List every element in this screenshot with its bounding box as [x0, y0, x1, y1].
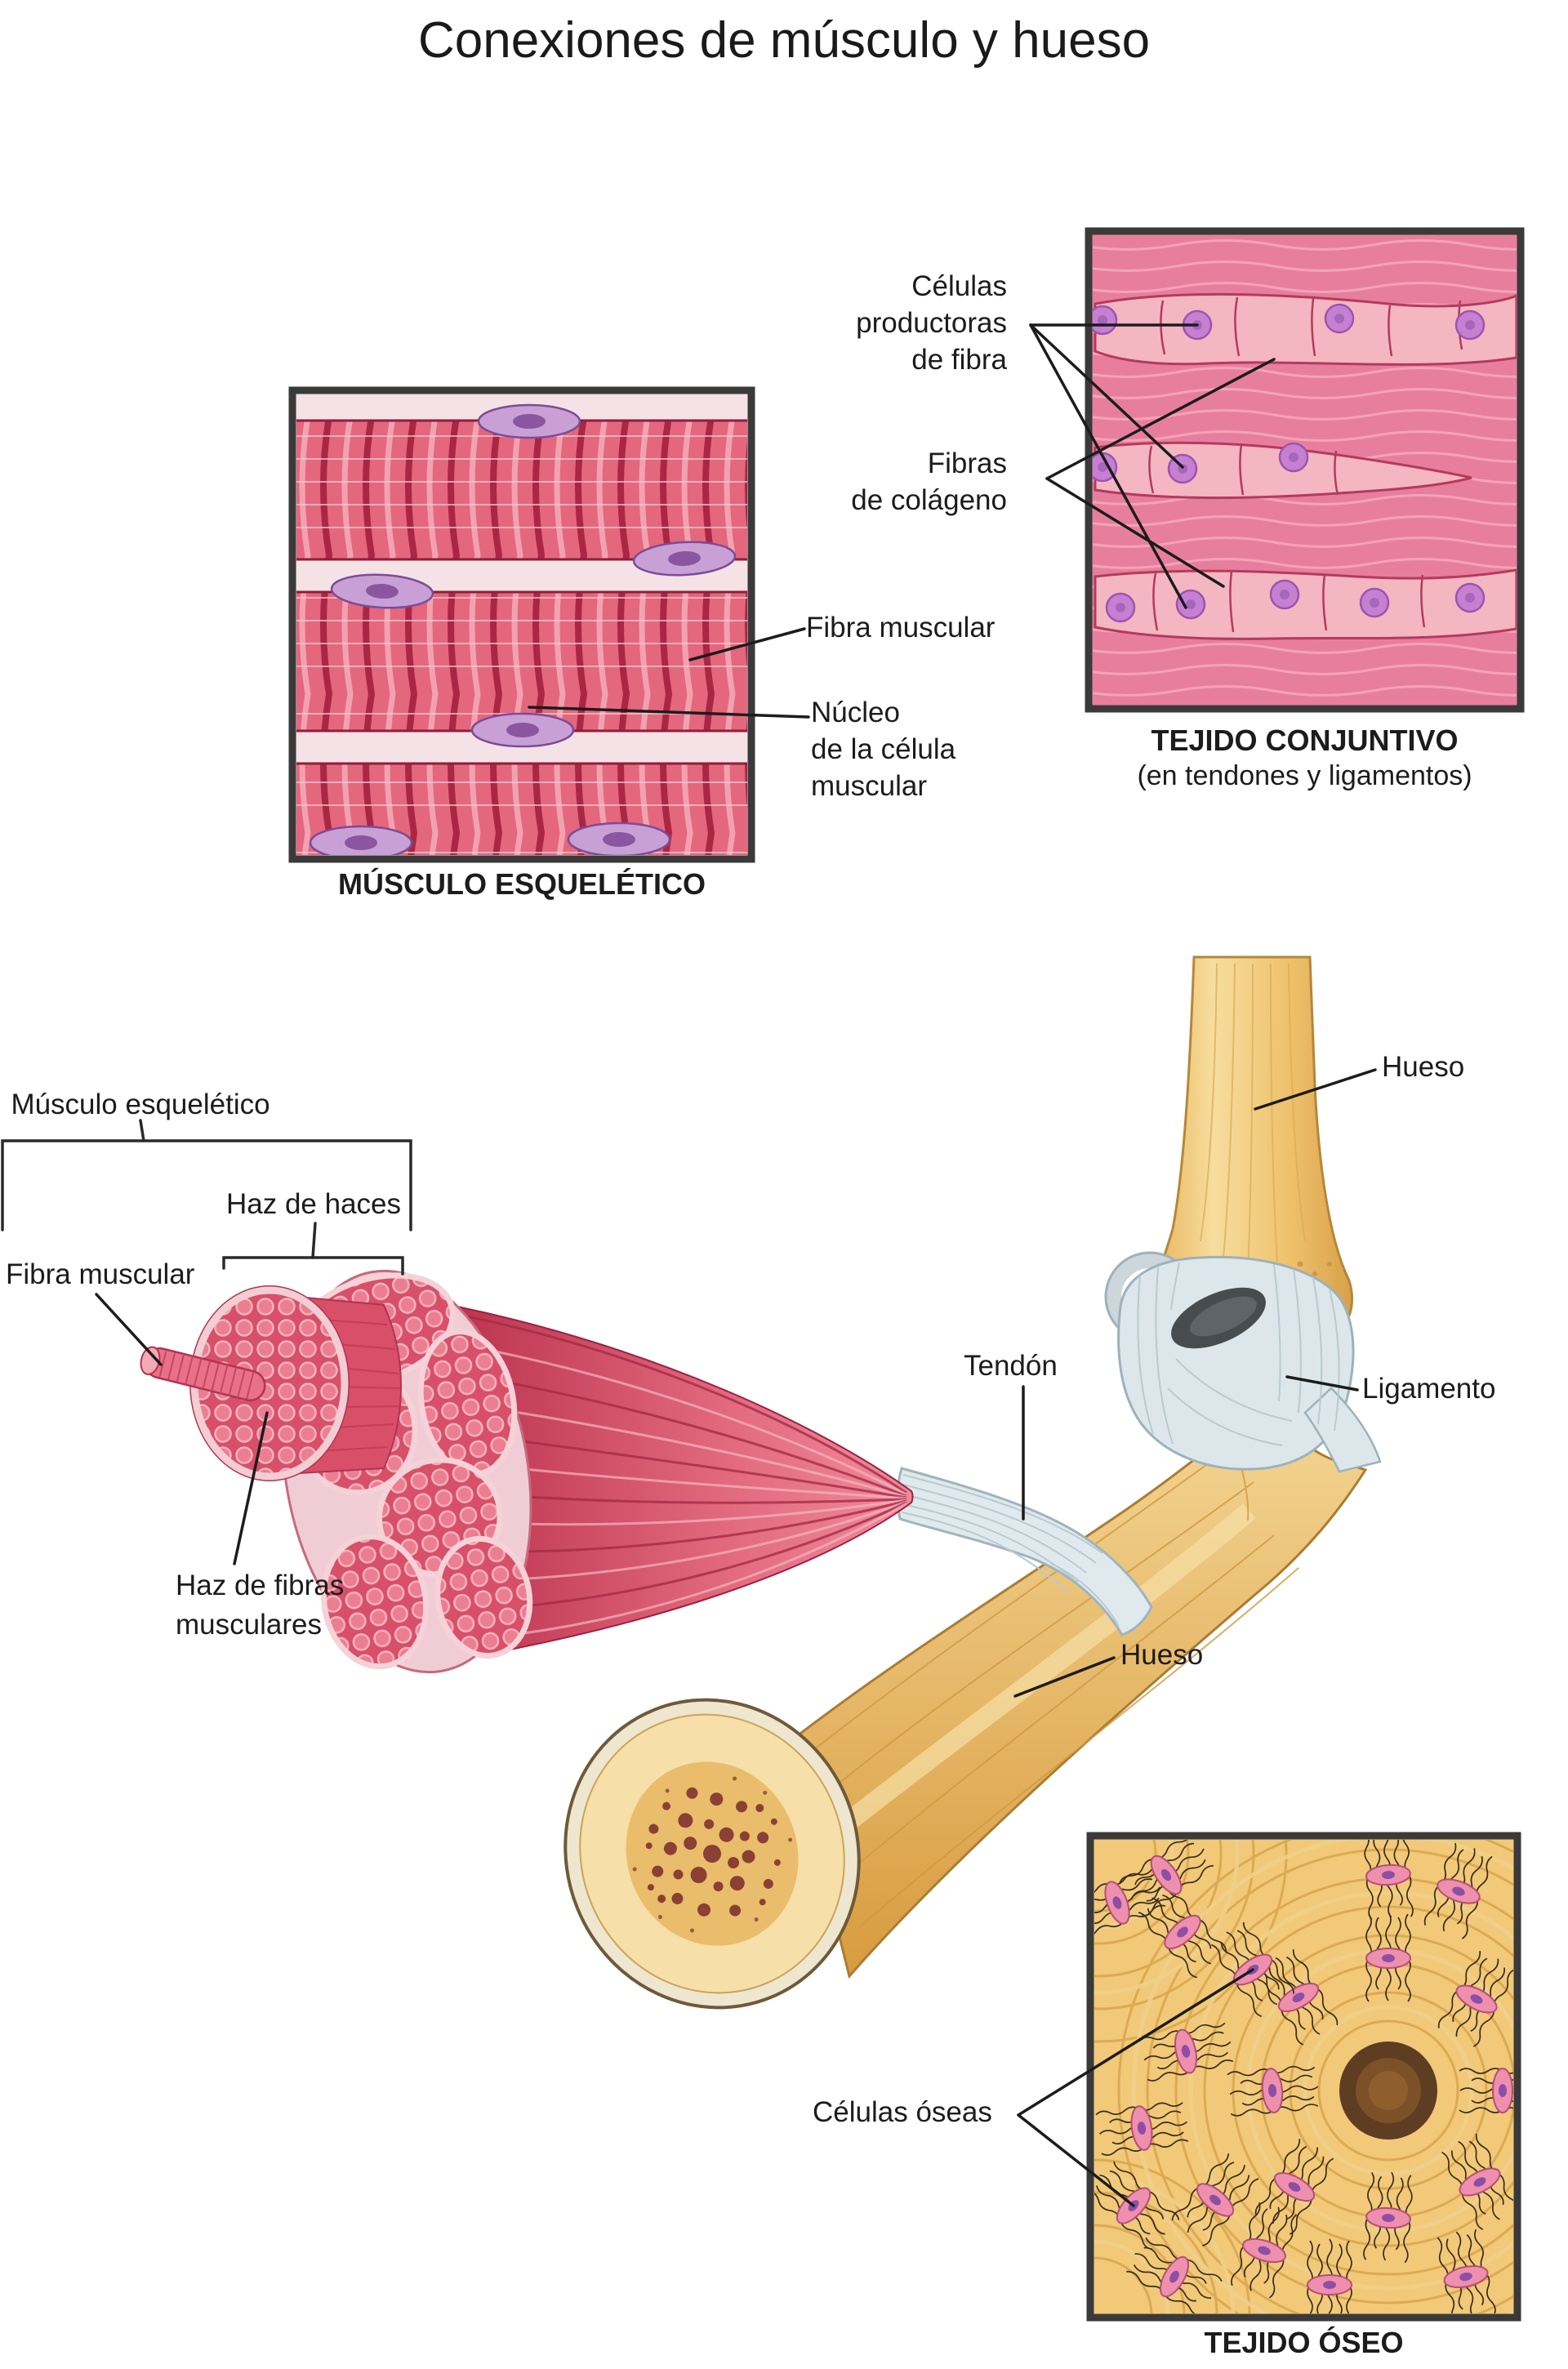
label-haz-de-fibras: Haz de fibras musculares: [176, 1570, 345, 1641]
label-celulas-oseas: Células óseas: [813, 2096, 992, 2128]
muscle-box-leader-lines: [528, 627, 810, 719]
label-fibra-muscular: Fibra muscular: [6, 1258, 195, 1290]
label-fibra-muscular-box: Fibra muscular: [806, 612, 996, 643]
bone-tissue-leader-lines: [1017, 1968, 1254, 2207]
bone-cross-section: [564, 1698, 861, 2010]
tendon: [896, 1467, 1153, 1636]
label-hueso-superior: Hueso: [1382, 1051, 1465, 1083]
label-hueso-inferior: Hueso: [1120, 1639, 1204, 1671]
label-ligamento: Ligamento: [1362, 1373, 1496, 1405]
muscle-box-illustration: [288, 386, 755, 863]
label-musculo-esqueletico: Músculo esquelético: [11, 1089, 270, 1120]
page-title: Conexiones de músculo y hueso: [417, 12, 1151, 69]
central-leader-lines: [95, 1068, 1377, 1698]
brackets: [1, 1119, 412, 1276]
caption-tejido-oseo: TEJIDO ÓSEO: [1204, 2326, 1404, 2359]
single-muscle-fiber: [140, 1346, 266, 1401]
bone-tissue-box-illustration: [1086, 1832, 1521, 2322]
ligament: [1117, 1255, 1382, 1473]
caption-musculo-esqueletico: MÚSCULO ESQUELÉTICO: [337, 867, 706, 901]
connective-tissue-box-illustration: [1085, 227, 1525, 713]
label-celulas-productoras: Células productoras de fibra: [856, 270, 1007, 376]
label-haz-de-haces: Haz de haces: [225, 1188, 402, 1220]
muscle-belly: [457, 1305, 914, 1661]
label-fibras-colageno: Fibras de colágeno: [851, 448, 1007, 516]
label-tendon: Tendón: [964, 1350, 1058, 1382]
connective-tissue-leader-lines: [1029, 323, 1276, 609]
fiber-bundle: [189, 1285, 402, 1481]
caption-tejido-conjuntivo: TEJIDO CONJUNTIVO: [1151, 724, 1459, 757]
caption-tejido-conjuntivo-sub: (en tendones y ligamentos): [1137, 760, 1472, 791]
label-nucleo-celula: Núcleo de la célula muscular: [811, 697, 956, 802]
